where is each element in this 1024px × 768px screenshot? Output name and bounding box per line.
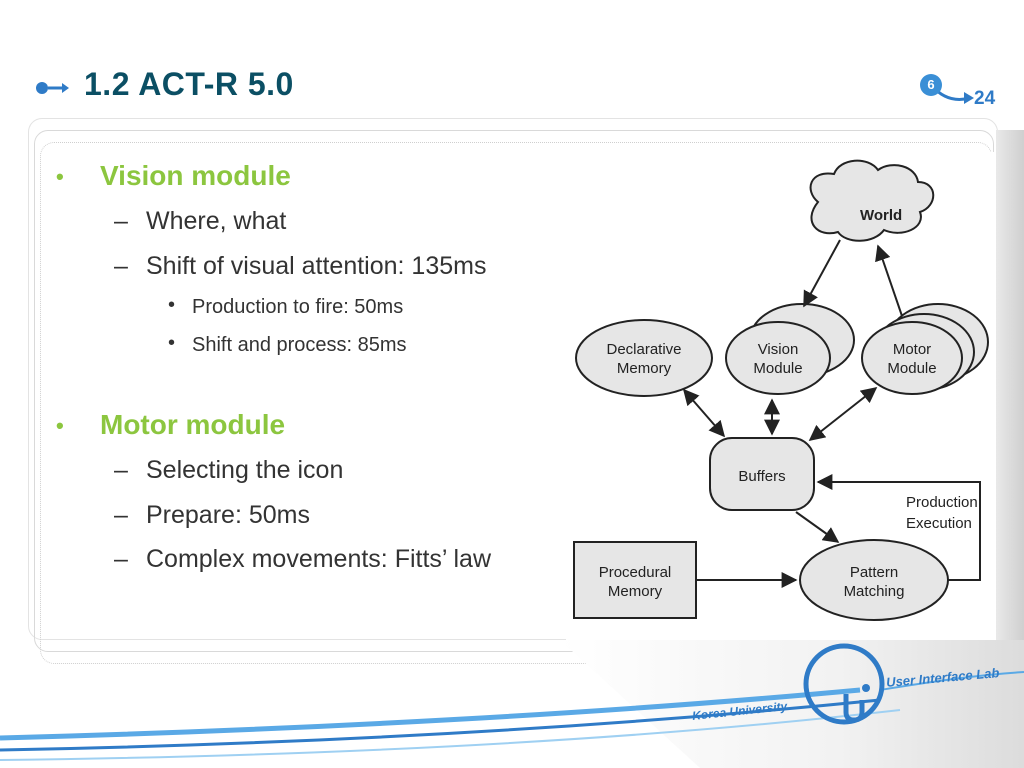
pattern-label-1: Pattern xyxy=(850,564,898,581)
bullet-text: Vision module xyxy=(100,160,291,191)
dash-mark: – xyxy=(114,545,128,573)
bullet-mark: • xyxy=(56,413,64,438)
procedural-label-2: Memory xyxy=(608,583,663,600)
bullet-text: Production to fire: 50ms xyxy=(192,296,404,318)
bullet-text: Shift and process: 85ms xyxy=(192,334,407,356)
declarative-label-1: Declarative xyxy=(606,341,681,358)
ui-lab-logo-icon xyxy=(803,643,885,725)
arrow-buffers-pattern xyxy=(795,511,840,543)
vision-label-1: Vision xyxy=(758,341,799,358)
motor-label-1: Motor xyxy=(893,341,931,358)
procedural-memory-node: Procedural Memory xyxy=(573,541,697,619)
footer-photo-fade xyxy=(560,640,1024,768)
dot-mark: • xyxy=(168,294,176,316)
declarative-label-2: Memory xyxy=(617,360,672,377)
arrow-world-vision xyxy=(803,239,841,308)
buffers-node: Buffers xyxy=(709,437,815,511)
arrow-motor-world xyxy=(875,244,903,317)
motor-module-node: Motor Module xyxy=(861,303,989,395)
dot-mark: • xyxy=(168,332,176,354)
bullet-text: Shift of visual attention: 135ms xyxy=(146,252,487,280)
dash-mark: – xyxy=(114,501,128,529)
slide-title: 1.2 ACT-R 5.0 xyxy=(84,66,294,102)
production-label-2: Execution xyxy=(906,515,972,532)
bullet-text: Selecting the icon xyxy=(146,456,344,484)
chapter-badge: 6 xyxy=(920,74,942,96)
production-label-1: Production xyxy=(906,494,978,511)
pattern-matching-node: Pattern Matching xyxy=(799,539,949,621)
footer-swoosh-4 xyxy=(879,671,1024,691)
dash-mark: – xyxy=(114,252,128,280)
bullet-text: Prepare: 50ms xyxy=(146,501,310,529)
motor-label-2: Module xyxy=(887,360,936,377)
arrow-declarative-buffers xyxy=(682,388,726,438)
bullet-text: Where, what xyxy=(146,207,287,235)
bullet-mark: • xyxy=(56,164,64,189)
footer-swoosh-1 xyxy=(0,687,861,741)
world-node: World xyxy=(809,159,935,242)
bullet-text: Motor module xyxy=(100,409,286,440)
page-number: 24 xyxy=(974,88,996,109)
footer-swoosh-3 xyxy=(0,709,901,761)
world-label: World xyxy=(860,207,902,224)
buffers-label: Buffers xyxy=(738,468,785,485)
procedural-label-1: Procedural xyxy=(599,564,672,581)
footer-swoosh-2 xyxy=(0,698,881,752)
declarative-memory-node: Declarative Memory xyxy=(575,319,713,397)
footer-decoration xyxy=(0,640,1024,768)
bullet-text: Complex movements: Fitts’ law xyxy=(146,545,491,573)
act-r-diagram: World Declarative Memory Vision Module M… xyxy=(566,152,996,642)
arrow-production-execution xyxy=(816,474,981,581)
vision-module-node: Vision Module xyxy=(725,303,855,395)
dash-mark: – xyxy=(114,456,128,484)
frame-side-shadow xyxy=(996,130,1024,650)
title-arrow-icon xyxy=(36,82,69,94)
vision-label-2: Module xyxy=(753,360,802,377)
dash-mark: – xyxy=(114,207,128,235)
pattern-label-2: Matching xyxy=(844,583,905,600)
arrow-motor-buffers xyxy=(808,387,878,441)
diagram-arrows xyxy=(682,239,981,588)
